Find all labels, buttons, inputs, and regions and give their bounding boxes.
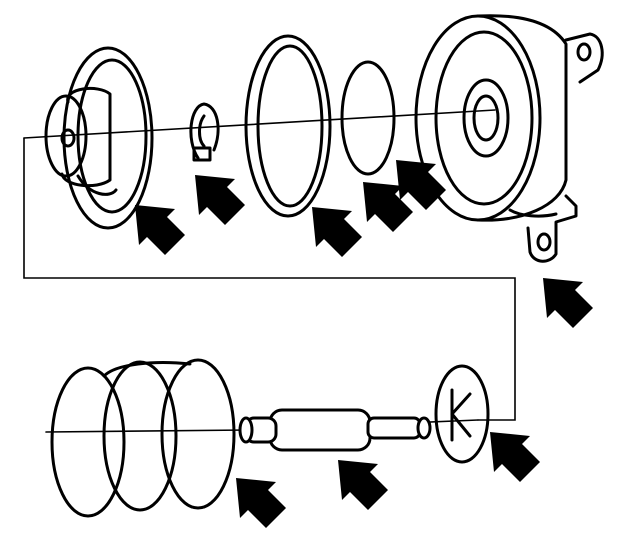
arrow-spring — [236, 478, 286, 528]
large-seal-ring-part — [244, 34, 332, 218]
arrow-housing — [396, 160, 446, 210]
arrow-rod — [338, 460, 388, 510]
housing-part — [414, 14, 568, 222]
arrow-large-ring — [312, 207, 362, 257]
arrow-cap — [490, 432, 540, 482]
pointer-arrows — [135, 160, 593, 528]
push-rod-part — [238, 408, 432, 452]
small-o-ring-part — [340, 60, 396, 176]
retaining-clip-part — [189, 102, 220, 162]
spring-part — [50, 358, 236, 518]
arrow-piston — [135, 205, 185, 255]
piston-part — [44, 46, 154, 230]
arrow-o-ring — [363, 182, 413, 232]
mounting-flange-part — [526, 32, 604, 263]
end-cap-part — [434, 364, 490, 464]
arrow-clip — [195, 175, 245, 225]
arrow-flange — [543, 278, 593, 328]
